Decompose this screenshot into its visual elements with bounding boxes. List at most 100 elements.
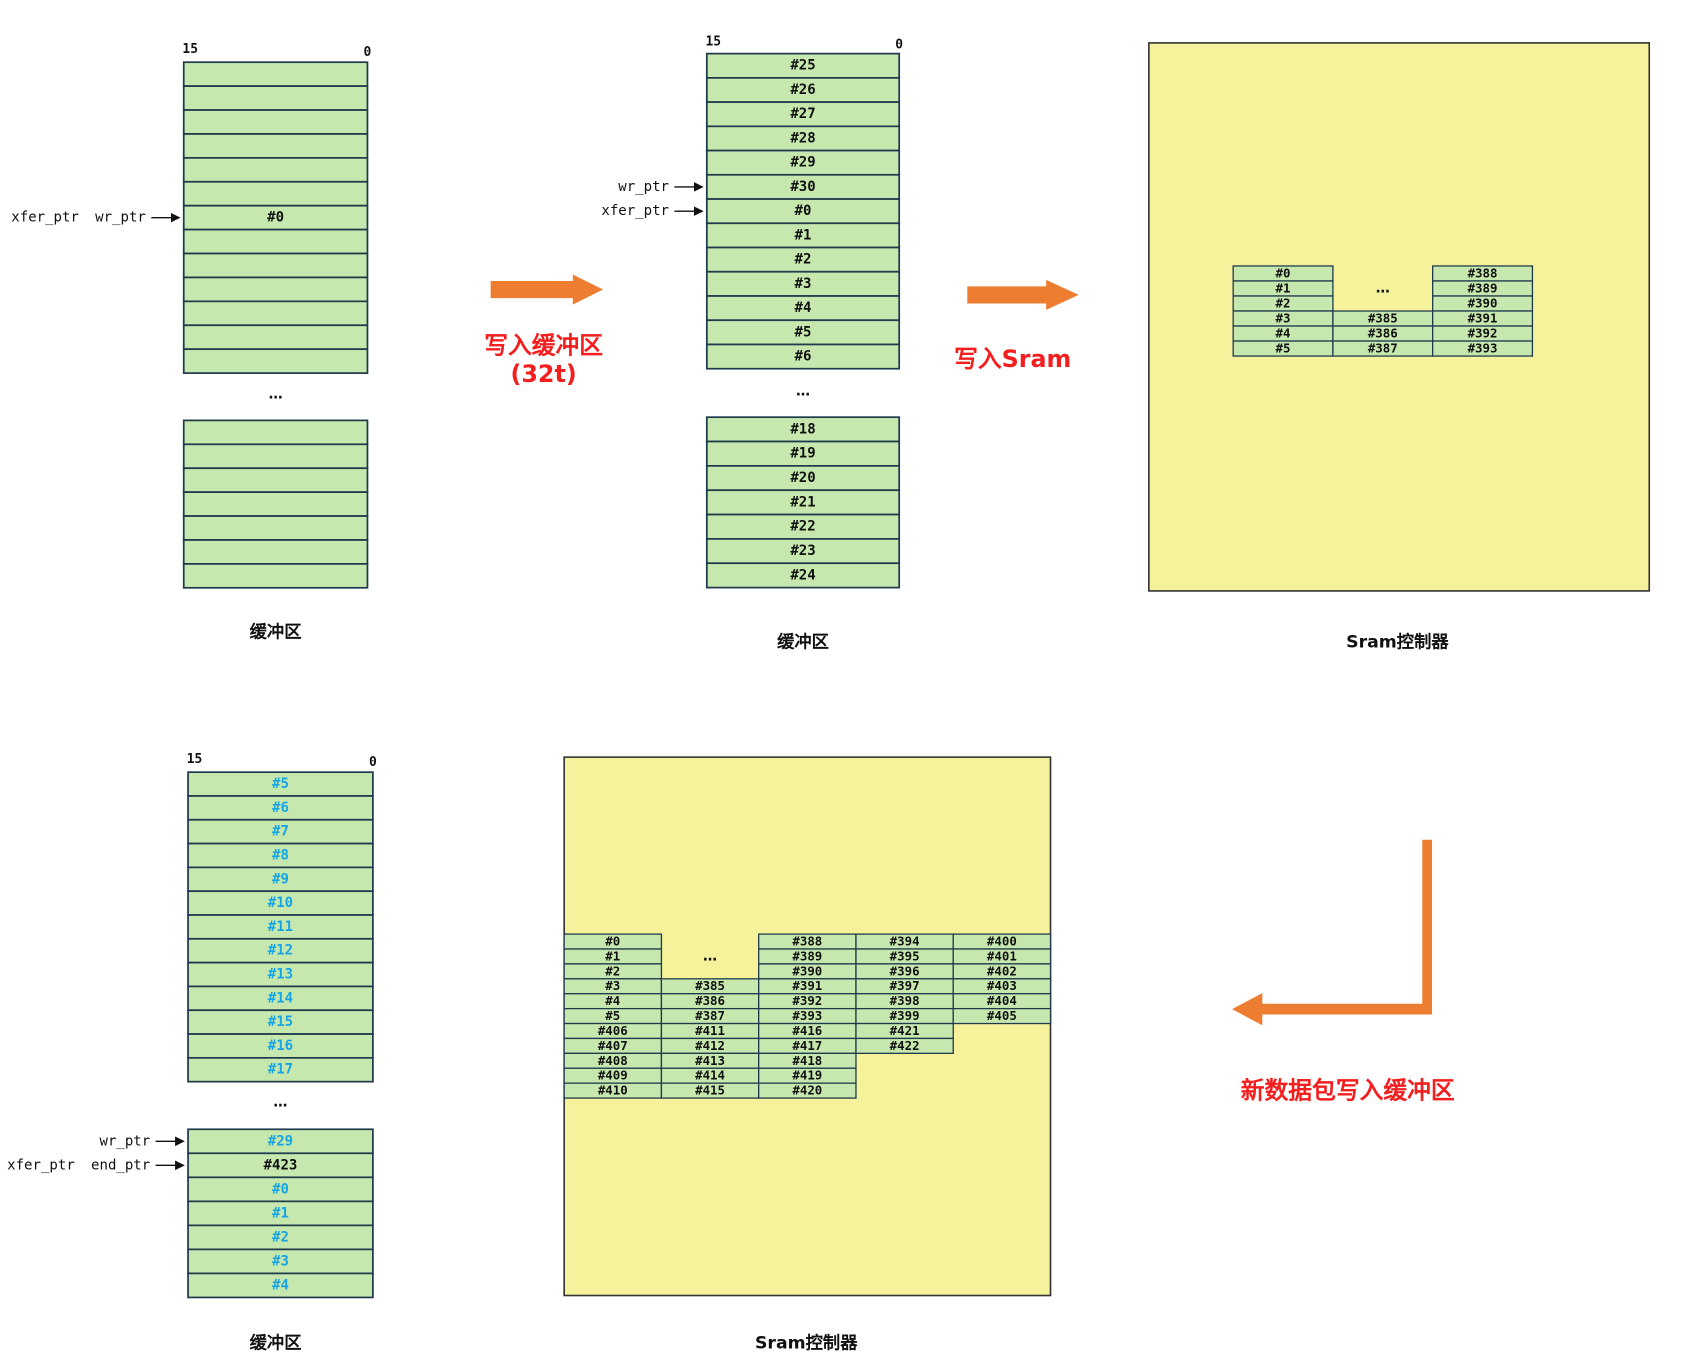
sram-cell-label: #393 [1468,342,1498,356]
buffer-row [705,52,901,79]
bit-index-high: 15 [187,752,203,767]
sram-cell-label: #4 [1276,327,1291,341]
sram-cell-label: #413 [695,1054,725,1068]
buffer-row [182,109,369,135]
sram-cell-label: #1 [1276,282,1291,296]
pointer-label: xfer_ptr [11,210,79,226]
buffer-row [705,198,901,225]
buffer-row-label: #16 [268,1038,293,1054]
sram-cell-label: #407 [598,1039,628,1053]
sram-cell-label: #386 [695,994,725,1008]
sram-cell-label: #414 [695,1069,725,1083]
buffer-row-label: #15 [268,1014,293,1030]
sram-cell-label: #388 [1468,266,1498,280]
buffer-row [182,324,369,351]
sram-cell-label: #415 [695,1084,725,1098]
buffer-row [182,467,369,494]
sram-cell-label: #385 [695,979,725,993]
buffer-row-label: #26 [790,82,815,98]
sram-cell-label: #3 [605,979,620,993]
buffer-row-label: #1 [272,1205,289,1221]
buffer-row-label: #22 [790,519,815,535]
buffer-row-label: #12 [268,943,293,959]
buffer-row-label: #29 [268,1133,293,1149]
buffer-row [705,149,901,176]
buffer-row-label: #5 [795,324,812,340]
buffer-row-label: #5 [272,776,289,792]
buffer-row [187,1152,374,1179]
sram-cell-label: #392 [1468,327,1498,341]
buffer-row-label: #3 [272,1253,289,1269]
sram-cell-label: #399 [890,1009,920,1023]
buffer-row-label: #19 [790,446,815,462]
sram-cell-label: #2 [1276,297,1291,311]
buffer-row [187,1272,374,1299]
buffer-row [182,491,369,517]
buffer-caption: 缓冲区 [250,622,302,643]
buffer-row-label: #21 [790,494,815,510]
sram-cell-label: #405 [987,1009,1017,1023]
buffer-row-label: #29 [790,155,815,171]
pointer-label: xfer_ptr [601,203,669,219]
buffer-row [705,319,901,346]
sram-cell-label: #0 [605,935,620,949]
sram-cell-label: #386 [1368,327,1398,341]
sram-cell [758,1082,857,1099]
buffer-row-label: #3 [795,276,812,292]
buffer-row [705,173,901,200]
buffer-row-label: #423 [264,1157,298,1173]
sram-cell-label: #395 [890,949,920,963]
buffer-row-label: #7 [272,824,289,840]
buffer-row-label: #4 [272,1277,289,1293]
buffer-row [187,1056,374,1083]
sram-caption: Sram控制器 [755,1333,858,1354]
flow-arrow-new-packet: 新数据包写入缓冲区 [1232,839,1455,1105]
sram-cell-label: #410 [598,1084,628,1098]
buffer-row [182,300,369,327]
buffer-caption: 缓冲区 [777,631,829,652]
sram-cell-label: #421 [890,1024,920,1038]
sram-cell-label: #401 [987,949,1017,963]
sram-cell [952,1007,1052,1025]
sram-cell-label: #394 [890,935,920,949]
sram-controller-first: #0#1#2#3#4#5#385#386#387…#388#389#390#39… [1148,42,1651,652]
buffer-row [182,563,369,589]
flow-arrow-shape [490,274,604,305]
buffer-row-label: #18 [790,421,815,437]
pointer-label: wr_ptr [618,179,669,195]
buffer-ellipsis: … [796,383,810,399]
sram-cell-label: #406 [598,1024,628,1038]
sram-cell-label: #391 [1468,312,1498,326]
sram-cell [855,1037,954,1054]
sram-cell-label: #422 [890,1039,920,1053]
flow-arrow-label: (32t) [511,360,577,388]
buffer-row-label: #4 [795,300,812,316]
flow-arrow-write-sram: 写入Sram [954,279,1079,373]
sram-cell [1432,340,1534,357]
bit-index-low: 0 [369,755,377,770]
sram-cell-label: #398 [890,994,920,1008]
sram-caption: Sram控制器 [1346,631,1449,652]
buffer-row-label: #0 [795,203,812,219]
pointer-label: xfer_ptr [7,1157,75,1173]
sram-cell-label: #397 [890,979,920,993]
sram-cell-label: #396 [890,964,920,978]
buffer-row-label: #27 [790,106,815,122]
flow-arrow-label: 新数据包写入缓冲区 [1241,1077,1455,1105]
pointer-label: wr_ptr [100,1133,151,1149]
buffer-row-label: #2 [795,252,812,268]
buffer-ellipsis: … [273,1095,287,1111]
buffer-row [705,101,901,128]
buffer-row-label: #0 [272,1181,289,1197]
buffer-row-label: #13 [268,967,293,983]
sram-cell-label: #404 [987,994,1017,1008]
bit-index-low: 0 [364,45,372,60]
buffer-row [187,1176,374,1203]
flow-arrow-label: 写入Sram [954,345,1071,373]
buffer-row [182,228,369,255]
buffer-row [182,276,369,303]
sram-cell-label: #403 [987,979,1017,993]
